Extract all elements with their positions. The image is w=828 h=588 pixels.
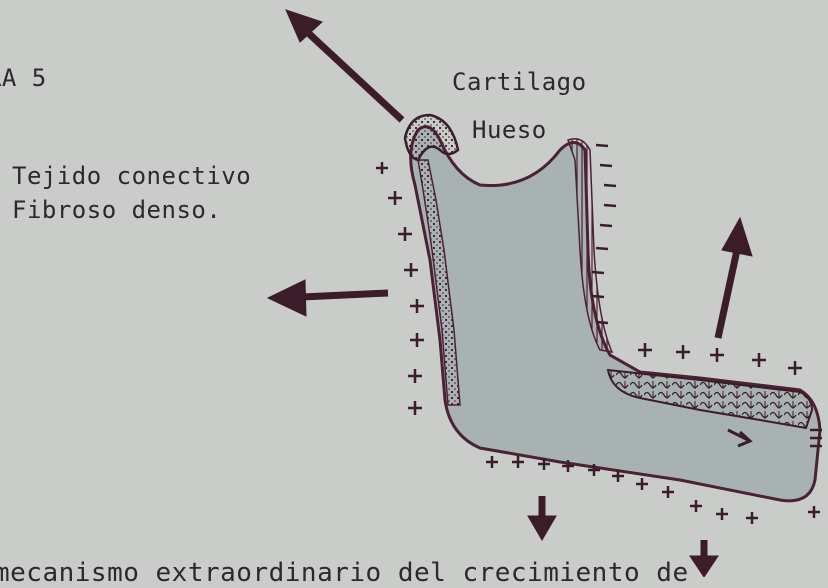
mandible-body xyxy=(411,127,820,501)
growth-arrow-down-1 xyxy=(528,496,556,540)
growth-arrow-up-right xyxy=(718,218,752,338)
growth-arrow-up-left xyxy=(286,10,402,120)
growth-arrow-left xyxy=(268,280,388,316)
caption-text: mecanismo extraordinario del crecimiento… xyxy=(0,558,689,588)
growth-arrow-down-2 xyxy=(690,540,718,577)
